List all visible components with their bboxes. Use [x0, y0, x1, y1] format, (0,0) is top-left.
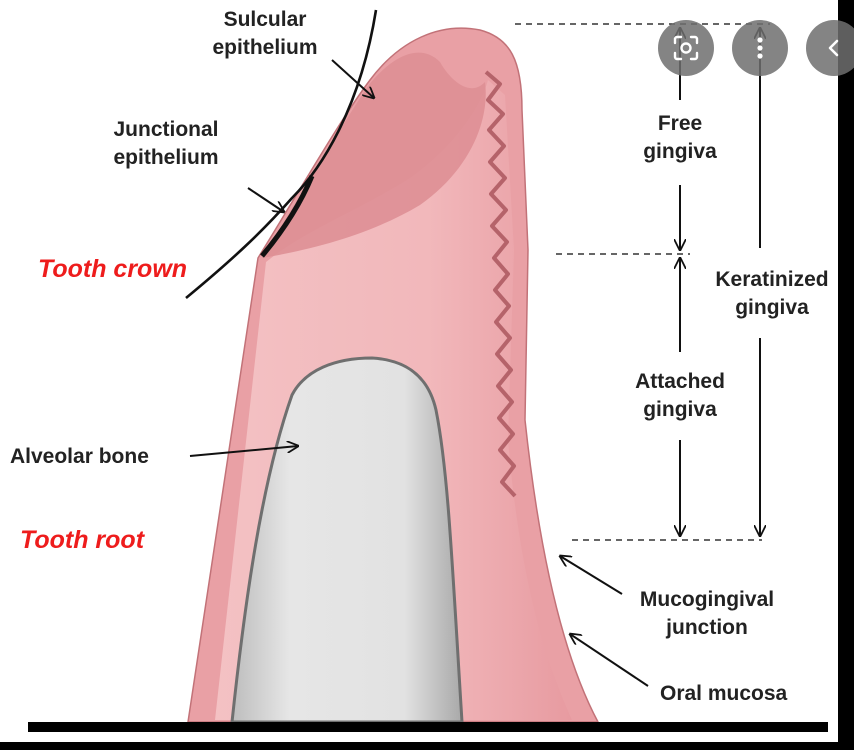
rete-ridges: [484, 70, 517, 498]
tooth-surface-line: [185, 9, 378, 300]
label-attached-gingiva: Attached gingiva: [635, 370, 725, 421]
label-sulcular-epithelium: Sulcular epithelium: [212, 8, 318, 59]
label-keratinized-gingiva: Keratinized gingiva: [715, 268, 829, 319]
visual-search-icon: [673, 35, 699, 61]
label-alveolar-bone: Alveolar bone: [10, 445, 149, 468]
mucogingival-pointer: [560, 556, 623, 595]
baseline: [28, 722, 828, 732]
more-vertical-icon: [757, 37, 763, 59]
oral-mucosa-pointer: [570, 634, 649, 687]
sulcus-region: [262, 52, 486, 259]
junctional-epithelium-line: [260, 175, 315, 258]
label-junctional-epithelium: Junctional epithelium: [113, 118, 219, 169]
label-free-gingiva: Free gingiva: [643, 112, 717, 163]
more-options-button[interactable]: [732, 20, 788, 76]
alveolar-pointer: [189, 446, 298, 457]
label-tooth-crown: Tooth crown: [38, 255, 188, 283]
label-mucogingival-junction: Mucogingival junction: [639, 588, 775, 639]
junctional-pointer: [247, 187, 284, 212]
previous-image-button[interactable]: [806, 20, 854, 76]
sulcular-pointer: [331, 59, 374, 98]
label-tooth-root: Tooth root: [20, 526, 145, 554]
label-oral-mucosa: Oral mucosa: [660, 682, 788, 705]
visual-search-button[interactable]: [658, 20, 714, 76]
chevron-left-icon: [828, 39, 839, 57]
